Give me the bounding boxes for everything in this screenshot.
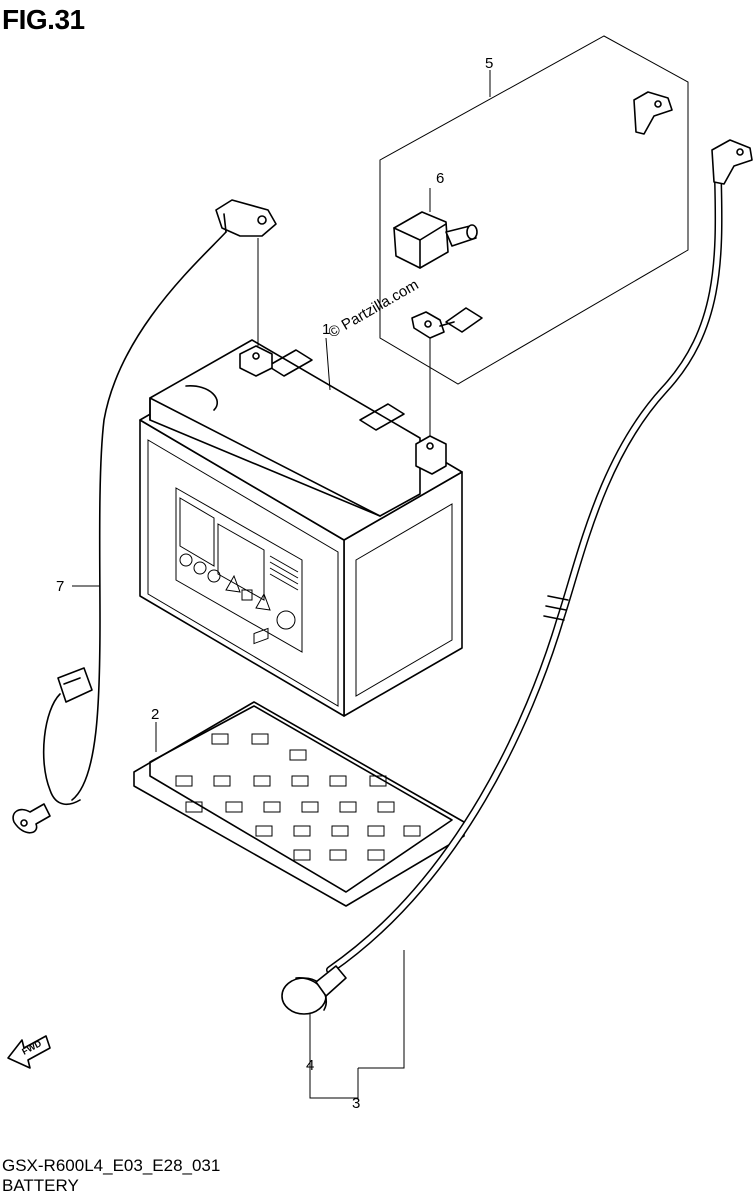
negative-terminal	[239, 345, 273, 377]
starter-relay-cover[interactable]	[393, 211, 478, 269]
terminal-cover[interactable]	[281, 965, 347, 1015]
ground-lead[interactable]	[12, 199, 277, 834]
callout-5[interactable]: 5	[485, 55, 493, 72]
battery[interactable]	[139, 339, 463, 717]
watermark: © Partzilla.com	[326, 276, 422, 341]
callout-6[interactable]: 6	[436, 170, 444, 187]
battery-tray[interactable]	[133, 627, 465, 907]
callout-3[interactable]: 3	[352, 1095, 360, 1112]
callout-7[interactable]: 7	[56, 578, 64, 595]
positive-cable	[411, 91, 673, 339]
callout-1[interactable]: 1	[322, 321, 330, 338]
callout-2[interactable]: 2	[151, 706, 159, 723]
figure-title: FIG.31	[2, 4, 85, 35]
fwd-arrow-icon: FWD	[7, 1035, 51, 1069]
model-code: GSX-R600L4_E03_E28_031	[2, 1156, 221, 1175]
warning-label	[175, 487, 303, 653]
section-name: BATTERY	[2, 1176, 79, 1195]
negative-cable[interactable]	[326, 139, 753, 974]
positive-terminal	[415, 435, 447, 475]
callout-4[interactable]: 4	[306, 1057, 314, 1074]
positive-cable-box	[379, 35, 689, 385]
tray-slots	[175, 733, 421, 861]
